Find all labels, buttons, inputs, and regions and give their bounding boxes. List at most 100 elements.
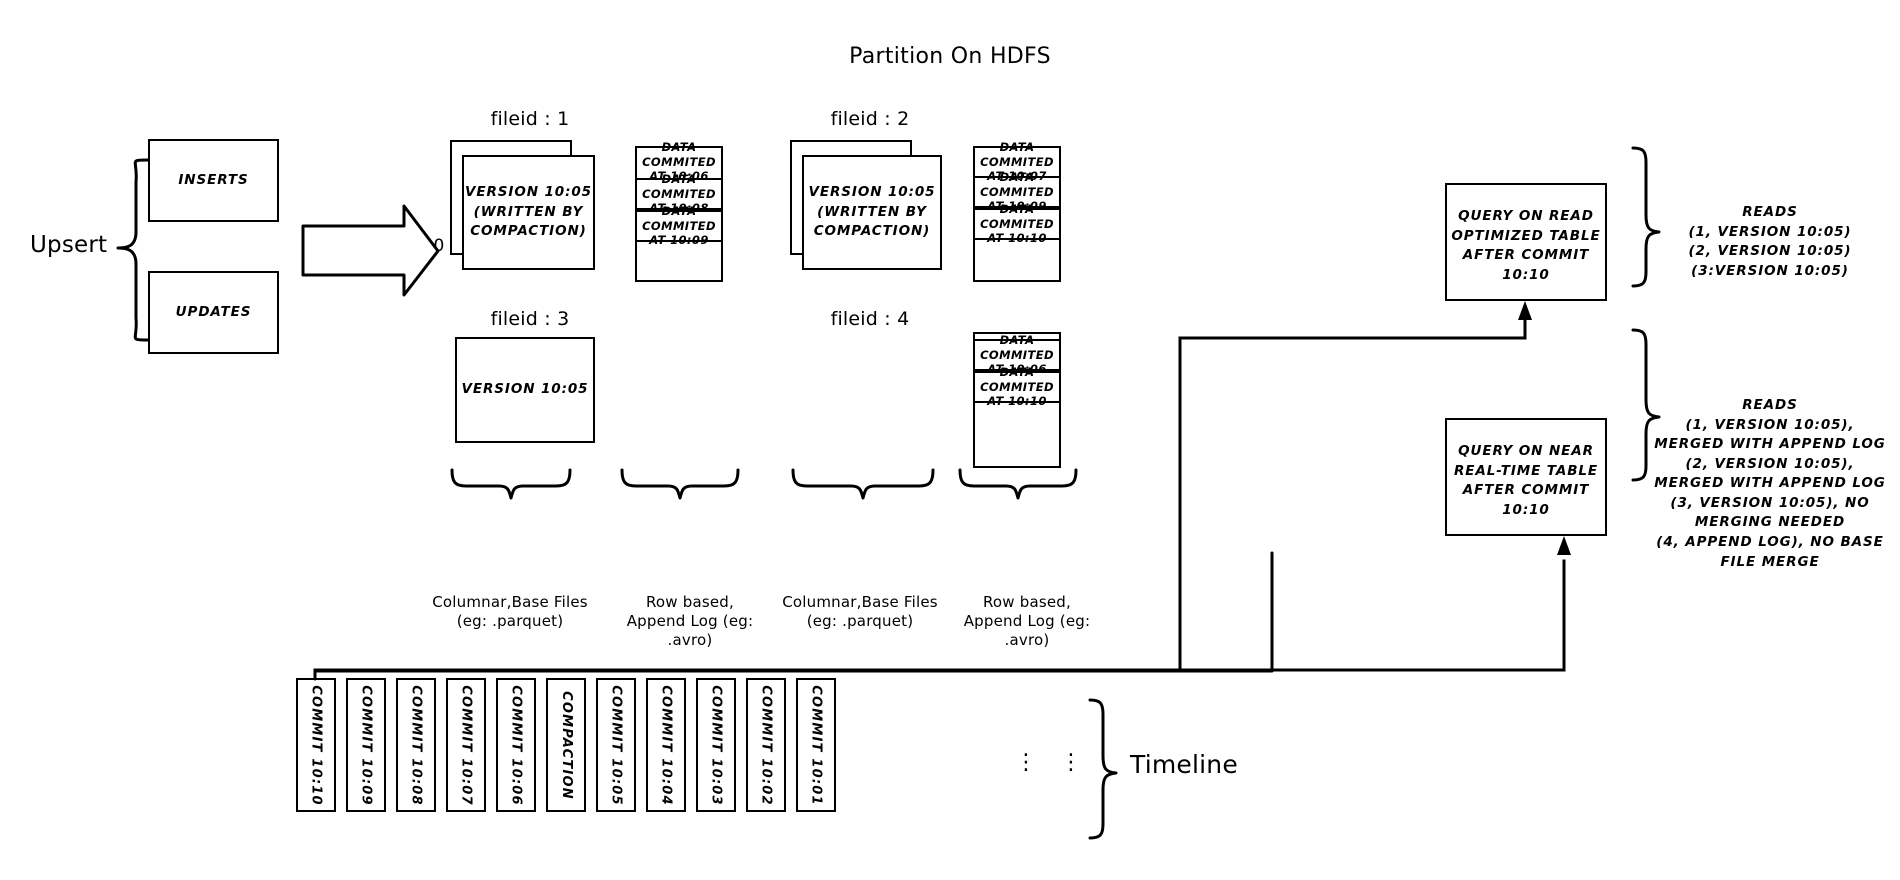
timeline-ellipsis-1: ⋮ [1015,750,1037,775]
log-entry: DATA COMMITED AT 10:06 [973,333,1061,376]
commit-arrow-label: Commit 10:10 [321,236,445,256]
reads-ro-line-0: READS [1742,204,1798,220]
brace-columnar-left [450,468,572,500]
fileid-1-base-file: VERSION 10:05 (WRITTEN BY COMPACTION) [462,155,595,270]
updates-box: UPDATES [148,271,279,354]
query-ro-line3: AFTER COMMIT [1462,247,1590,264]
caption-line2: (eg: .parquet) [806,612,914,631]
timeline-cell-label: COMMIT 10:01 [808,684,824,806]
timeline-cell[interactable]: COMMIT 10:02 [746,678,786,812]
log-entry-line1: DATA COMMITED [980,202,1054,231]
timeline-cell-label: COMMIT 10:07 [458,684,474,806]
caption-line2: Append Log (eg: [626,612,754,631]
timeline-cell[interactable]: COMMIT 10:04 [646,678,686,812]
timeline-ellipsis-2: ⋮ [1060,750,1082,775]
log-entry-line2: AT 10:08 [649,201,709,216]
arrowhead-read-optimized [1518,301,1532,320]
query-nrt-line1: QUERY ON NEAR [1458,443,1594,459]
caption-line1: Columnar,Base Files [782,593,938,611]
timeline-cell[interactable]: COMMIT 10:06 [496,678,536,812]
timeline-cell-label: COMMIT 10:03 [708,684,724,806]
fileid-1-base-line3: COMPACTION) [470,223,587,240]
log-entry-line2: AT 10:10 [987,394,1047,409]
query-nrt-line4: 10:10 [1502,501,1550,518]
timeline-cell[interactable]: COMMIT 10:09 [346,678,386,812]
query-nrt-line2: REAL-TIME TABLE [1453,462,1599,479]
caption-line1: Row based, [982,593,1071,611]
log-entry: DATA COMMITED AT 10:10 [973,202,1061,245]
log-entry: DATA COMMITED AT 10:06 [635,140,723,183]
log-entry-line1: DATA COMMITED [642,172,716,201]
query-near-real-time-box[interactable]: QUERY ON NEAR REAL-TIME TABLE AFTER COMM… [1445,418,1607,536]
log-entry-line2: AT 10:07 [987,169,1047,184]
query-ro-line1: QUERY ON READ [1458,208,1594,224]
caption-line3: .avro) [667,631,713,650]
caption-line2: (eg: .parquet) [456,612,564,631]
reads-nrt-line-2: MERGED WITH APPEND LOG [1654,436,1886,453]
log-entry-line1: DATA COMMITED [980,333,1054,362]
log-entry: DATA COMMITED AT 10:09 [973,170,1061,213]
fileid-2-label: fileid : 2 [830,108,910,130]
reads-ro-line-1: (1, VERSION 10:05) [1688,223,1852,240]
log-entry-line1: DATA COMMITED [642,140,716,169]
reads-near-real-time: READS (1, VERSION 10:05), MERGED WITH AP… [1640,396,1900,572]
brace-rowlog-right [958,468,1078,500]
reads-nrt-line-4: MERGED WITH APPEND LOG [1654,475,1886,492]
brace-columnar-right [791,468,935,500]
reads-nrt-line-6: MERGING NEEDED [1694,514,1846,531]
fileid-2-log-file: DATA COMMITED AT 10:07 DATA COMMITED AT … [973,140,1061,282]
log-entry: DATA COMMITED AT 10:09 [635,204,723,247]
timeline-cell[interactable]: COMPACTION [546,678,586,812]
timeline-cell-label: COMMIT 10:04 [658,684,674,806]
fileid-2-base-line1: VERSION 10:05 [808,184,936,200]
brace-timeline [1088,698,1118,840]
timeline-cell[interactable]: COMMIT 10:08 [396,678,436,812]
timeline-cell-label: COMMIT 10:05 [608,684,624,806]
log-entry-line2: AT 10:09 [987,199,1047,214]
timeline-cell[interactable]: COMMIT 10:03 [696,678,736,812]
query-nrt-line3: AFTER COMMIT [1462,482,1590,499]
inserts-box: INSERTS [148,139,279,222]
log-entry-line2: AT 10:06 [987,362,1047,377]
page-title: Partition On HDFS [849,44,1051,69]
log-entry-line1: DATA COMMITED [980,170,1054,199]
query-read-optimized-box[interactable]: QUERY ON READ OPTIMIZED TABLE AFTER COMM… [1445,183,1607,301]
caption-columnar-left: Columnar,Base Files (eg: .parquet) [410,593,610,631]
timeline-cell-label: COMPACTION [558,690,574,800]
timeline-cell-label: COMMIT 10:02 [758,684,774,806]
timeline-cell-label: COMMIT 10:08 [408,684,424,806]
log-spacer [973,332,1061,339]
timeline-cell[interactable]: COMMIT 10:01 [796,678,836,812]
updates-label: UPDATES [175,303,252,320]
log-entry-line1: DATA COMMITED [642,204,716,233]
fileid-3-base-line1: VERSION 10:05 [461,381,589,398]
timeline-cell-label: COMMIT 10:10 [308,684,324,806]
caption-rowlog-right: Row based, Append Log (eg: .avro) [932,593,1122,651]
reads-nrt-line-3: (2, VERSION 10:05), [1685,455,1855,472]
log-entry: DATA COMMITED AT 10:08 [635,172,723,215]
upsert-label: Upsert [30,232,108,258]
reads-read-optimized: READS (1, VERSION 10:05) (2, VERSION 10:… [1645,203,1895,281]
fileid-1-log-file: DATA COMMITED AT 10:06 DATA COMMITED AT … [635,140,723,282]
inserts-label: INSERTS [178,171,249,188]
log-entry-line1: DATA COMMITED [980,140,1054,169]
fileid-4-log-file: DATA COMMITED AT 10:06 DATA COMMITED AT … [973,332,1061,468]
timeline-cell[interactable]: COMMIT 10:10 [296,678,336,812]
reads-nrt-line-7: (4, APPEND LOG), NO BASE [1656,533,1884,550]
timeline-cell[interactable]: COMMIT 10:07 [446,678,486,812]
log-entry: DATA COMMITED AT 10:10 [973,365,1061,408]
caption-line2: Append Log (eg: [963,612,1091,631]
timeline-cell-label: COMMIT 10:09 [358,684,374,806]
upsert-brace [116,158,150,342]
timeline-cell[interactable]: COMMIT 10:05 [596,678,636,812]
caption-columnar-right: Columnar,Base Files (eg: .parquet) [760,593,960,631]
reads-nrt-line-1: (1, VERSION 10:05), [1685,416,1855,433]
fileid-2-base-line2: (WRITTEN BY [817,203,927,220]
fileid-3-base-file: VERSION 10:05 [455,337,595,443]
log-entry-line1: DATA COMMITED [980,365,1054,394]
log-entry-line2: AT 10:10 [987,231,1047,246]
caption-rowlog-left: Row based, Append Log (eg: .avro) [595,593,785,651]
log-entry-line2: AT 10:06 [649,169,709,184]
